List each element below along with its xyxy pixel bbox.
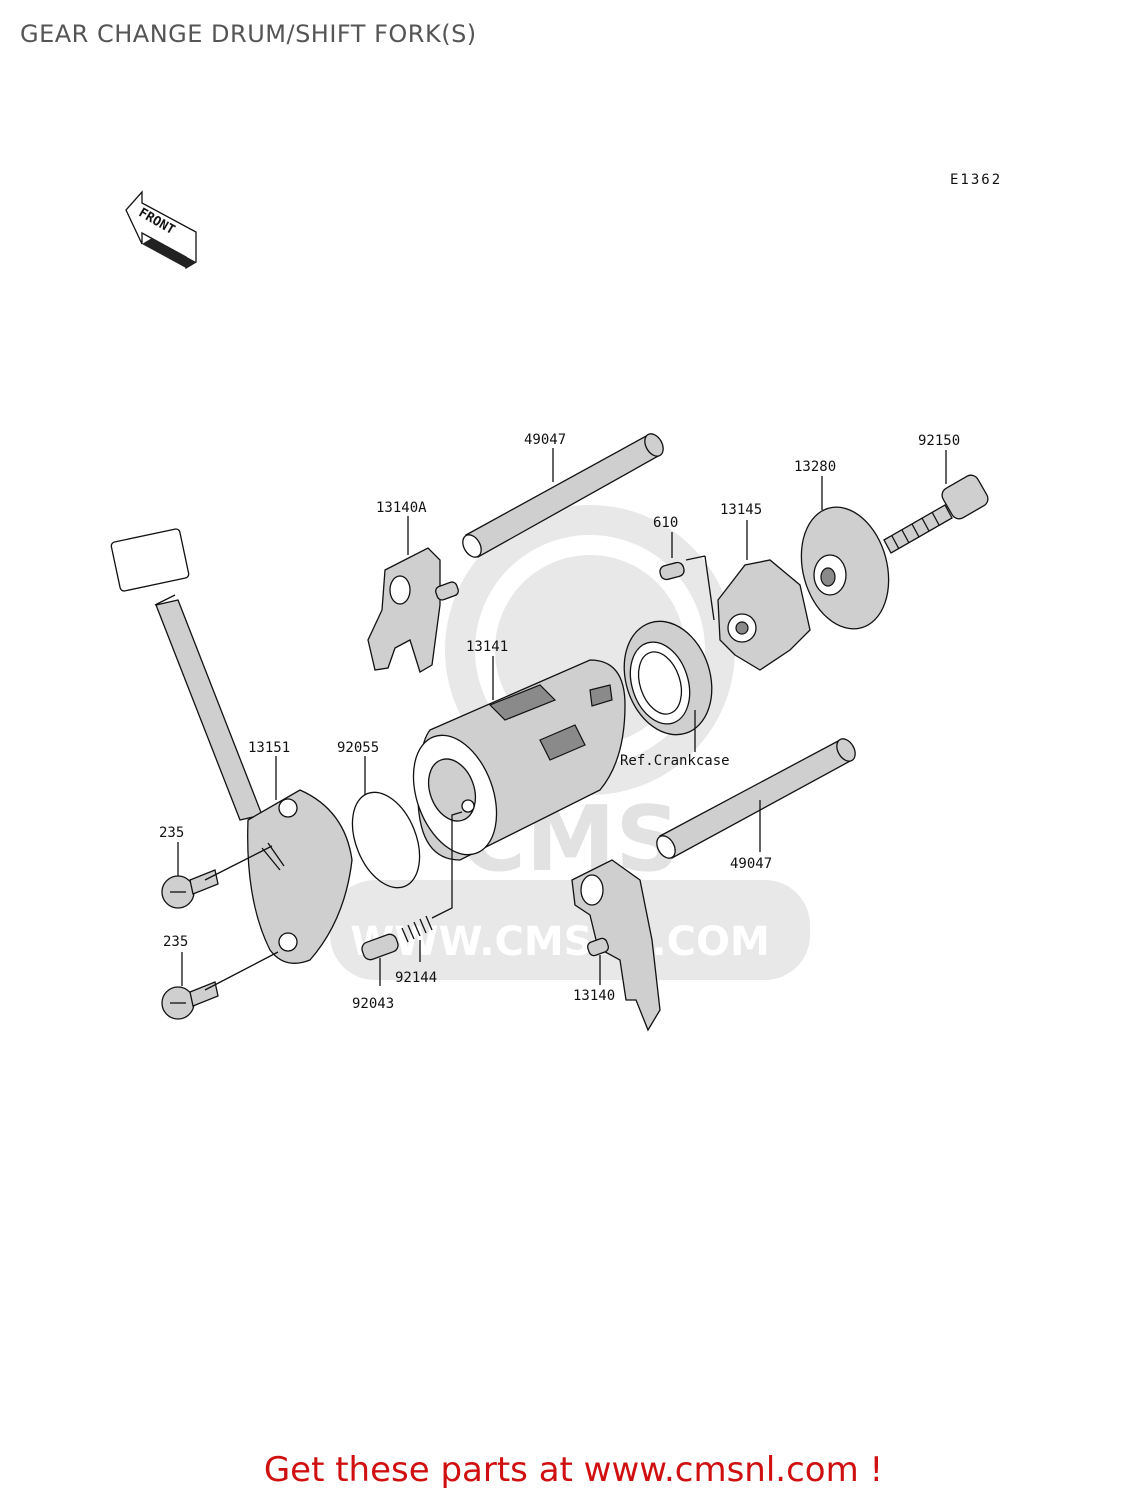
part-label-13140: 13140: [573, 988, 615, 1004]
part-label-92055: 92055: [337, 740, 379, 756]
part-label-49047-top: 49047: [524, 432, 566, 448]
ref-crankcase-label: Ref.Crankcase: [620, 753, 730, 769]
diagram-code: E1362: [950, 172, 1002, 188]
watermark-url: WWW.CMSNL.COM: [350, 919, 770, 965]
front-arrow-icon: FRONT: [125, 190, 197, 270]
part-label-92144: 92144: [395, 970, 437, 986]
bearing: Ref.Crankcase: [620, 620, 730, 769]
part-label-235-upper: 235: [159, 825, 184, 841]
part-label-13280: 13280: [794, 459, 836, 475]
part-label-610: 610: [653, 515, 678, 531]
plate-13280: 13280: [794, 459, 890, 630]
o-ring-92055: 92055: [337, 740, 421, 889]
shift-rod-top: 49047: [462, 432, 664, 558]
pin-92043: 92043: [352, 933, 399, 1012]
shift-fork-a: 13140A: [367, 500, 459, 673]
bolt-235-upper: 235: [159, 825, 273, 909]
part-label-13151: 13151: [248, 740, 290, 756]
drum-13141: 13141: [412, 639, 626, 861]
spring-92144: 92144: [395, 811, 463, 986]
part-label-13140a: 13140A: [376, 500, 427, 516]
part-label-13145: 13145: [720, 502, 762, 518]
bolt-92150: 92150: [883, 433, 989, 554]
exploded-parts-diagram: CMS WWW.CMSNL.COM E1362 FRONT 49047 1314…: [110, 172, 1002, 1032]
part-label-49047-bottom: 49047: [730, 856, 772, 872]
part-label-92150: 92150: [918, 433, 960, 449]
part-label-92043: 92043: [352, 996, 394, 1012]
part-label-235-lower: 235: [163, 934, 188, 950]
shift-fork-lower: 13140: [571, 859, 661, 1032]
shaft-13151: 13151: [110, 528, 353, 964]
shift-rod-bottom: 49047: [656, 738, 856, 872]
page-title: GEAR CHANGE DRUM/SHIFT FORK(S): [20, 20, 477, 48]
pin-610: 610: [653, 515, 715, 621]
drum-cam-13145: 13145: [717, 502, 811, 671]
footer-promo-link[interactable]: Get these parts at www.cmsnl.com !: [263, 1450, 884, 1490]
bolt-235-lower: 235: [161, 934, 279, 1020]
part-label-13141: 13141: [466, 639, 508, 655]
